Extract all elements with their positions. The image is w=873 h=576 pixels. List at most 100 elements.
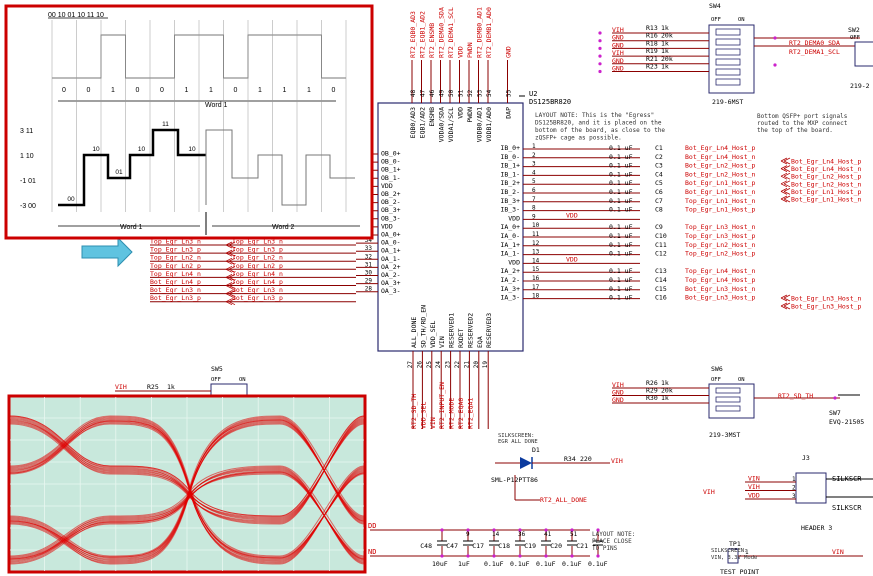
bit-value: 1 xyxy=(258,87,262,94)
pin-number: 18 xyxy=(532,293,540,300)
cap-value: 0.1uF xyxy=(588,560,608,568)
junction-dot xyxy=(773,36,777,40)
pam4-waveform-panel xyxy=(4,4,374,240)
silkscreen-note: SILKSCREEN: xyxy=(498,433,534,439)
pin-number: 8 xyxy=(532,205,536,212)
net-label: Top_Egr_Ln1_Host_p xyxy=(685,206,756,214)
pin-number: 46 xyxy=(429,89,436,97)
pin-number: 1 xyxy=(745,549,749,556)
pin-number: 7 xyxy=(532,196,536,203)
level-code: 11 xyxy=(162,121,169,128)
junction-dot xyxy=(596,528,600,532)
net-label: VDD xyxy=(566,255,578,263)
net-label: Top_Egr_Ln2_p xyxy=(150,262,201,270)
net-label: Bot_Egr_Ln1_Host_n xyxy=(685,188,756,196)
pin-number: 17 xyxy=(532,284,540,291)
dip-toggle xyxy=(715,78,741,86)
layout-note: Bottom QSFP+ port signals xyxy=(757,113,848,120)
net-label: GND xyxy=(505,46,513,58)
header-body xyxy=(795,472,827,504)
bit-value: 0 xyxy=(234,87,238,94)
cap-value: 0.1 uF xyxy=(609,276,633,284)
pin-number: 51 xyxy=(458,89,465,97)
cap-ref: C13 xyxy=(655,267,667,275)
dip-toggle xyxy=(715,387,741,394)
res-value: 20k xyxy=(661,55,673,63)
pin-name: EQB1/AD2 xyxy=(419,107,427,138)
layout-note: TO PINS xyxy=(592,545,618,552)
net-label: Bot_Egr_Ln2_Host_p xyxy=(685,162,756,170)
testpoint-part: TEST POINT xyxy=(720,568,759,576)
silkscreen-note: VIN, 3.3V Mode xyxy=(711,555,757,561)
res-ref: R21 xyxy=(646,55,658,63)
bit-value: 0 xyxy=(160,87,164,94)
led-icon xyxy=(520,457,532,469)
pin-name: OA_3- xyxy=(381,287,401,295)
cap-ref: C8 xyxy=(655,206,663,214)
silkscreen-note: SILKSCREEN: xyxy=(711,548,747,554)
net-label: Bot_Egr_Ln2_Host_p xyxy=(791,173,862,181)
net-label: Top_Egr_Ln2_Host_p xyxy=(685,250,756,258)
net-label: Bot_Egr_Ln3_p xyxy=(232,294,283,302)
pin-number: 13 xyxy=(532,249,540,256)
cap-value: 0.1 uF xyxy=(609,285,633,293)
cap-ref: C12 xyxy=(655,250,667,258)
pin-name: RESERVED1 xyxy=(448,313,456,348)
net-label: DD xyxy=(368,522,376,530)
pin-number: 26 xyxy=(416,361,423,369)
pin-name: IB_0+ xyxy=(500,144,520,152)
net-label: Bot_Egr_Ln3_Host_n xyxy=(685,285,756,293)
net-flag-icon xyxy=(225,257,236,265)
layout-note: LAYOUT NOTE: xyxy=(592,531,635,538)
pin-name: SD_TH/RD_EN xyxy=(419,305,427,348)
net-label: VIN xyxy=(429,417,437,429)
res-value: 1k xyxy=(661,379,669,387)
net-label: Top_Egr_Ln3_n xyxy=(150,238,201,246)
pin-name: OA_2- xyxy=(381,271,401,279)
res-ref: R26 xyxy=(646,379,658,387)
junction-dot xyxy=(466,528,470,532)
cap-ref: C3 xyxy=(655,162,663,170)
pin-name: IB_0- xyxy=(500,153,520,161)
pin-name: ENSMB xyxy=(428,107,436,127)
cap-ref: C7 xyxy=(655,197,663,205)
layout-note: zQSFP+ cage as possible. xyxy=(535,135,622,142)
header-part: HEADER 3 xyxy=(801,524,832,532)
dip-switch-body xyxy=(854,41,873,67)
bit-value: 0 xyxy=(87,87,91,94)
net-label: Bot_Egr_Ln3_Host_n xyxy=(791,295,862,303)
junction-dot xyxy=(596,554,600,558)
pin-name: PWDN xyxy=(466,107,474,123)
pin-number: 21 xyxy=(463,361,470,369)
net-label: Top_Egr_Ln2_n xyxy=(232,254,283,262)
pin-number: 41 xyxy=(544,531,552,538)
pin-name: OB_3- xyxy=(381,214,401,222)
junction-dot xyxy=(544,528,548,532)
layout-note: bottom of the board, as close to the xyxy=(535,127,665,134)
pin-name: IA_0+ xyxy=(500,223,520,231)
word-label: Word 2 xyxy=(272,224,295,231)
pin-number: 14 xyxy=(492,531,500,538)
net-label: Top_Egr_Ln2_Host_n xyxy=(685,241,756,249)
net-label: GND xyxy=(612,34,624,42)
cap-ref: C6 xyxy=(655,188,663,196)
cap-ref: C2 xyxy=(655,153,663,161)
cap-ref: C9 xyxy=(655,223,663,231)
pin-number: 29 xyxy=(365,278,373,285)
cap-ref: C15 xyxy=(655,285,667,293)
net-label: VDD xyxy=(748,492,760,500)
net-label: GND xyxy=(612,41,624,49)
switch-part: 219-2 xyxy=(850,82,870,90)
net-label: VDD_SEL xyxy=(419,402,427,429)
net-label: GND xyxy=(612,389,624,397)
pin-name: IA_3- xyxy=(500,294,520,302)
net-label: RT2_DEMA0_SDA xyxy=(789,39,840,47)
net-label: RT2_EQB0_AD3 xyxy=(409,11,417,58)
net-label: VIH xyxy=(611,457,623,465)
pin-name: IA_1+ xyxy=(500,241,520,249)
junction-dot xyxy=(598,54,602,58)
net-label: Bot_Egr_Ln3_Host_p xyxy=(685,294,756,302)
cap-ref: C5 xyxy=(655,179,663,187)
eye-trace xyxy=(9,423,365,518)
